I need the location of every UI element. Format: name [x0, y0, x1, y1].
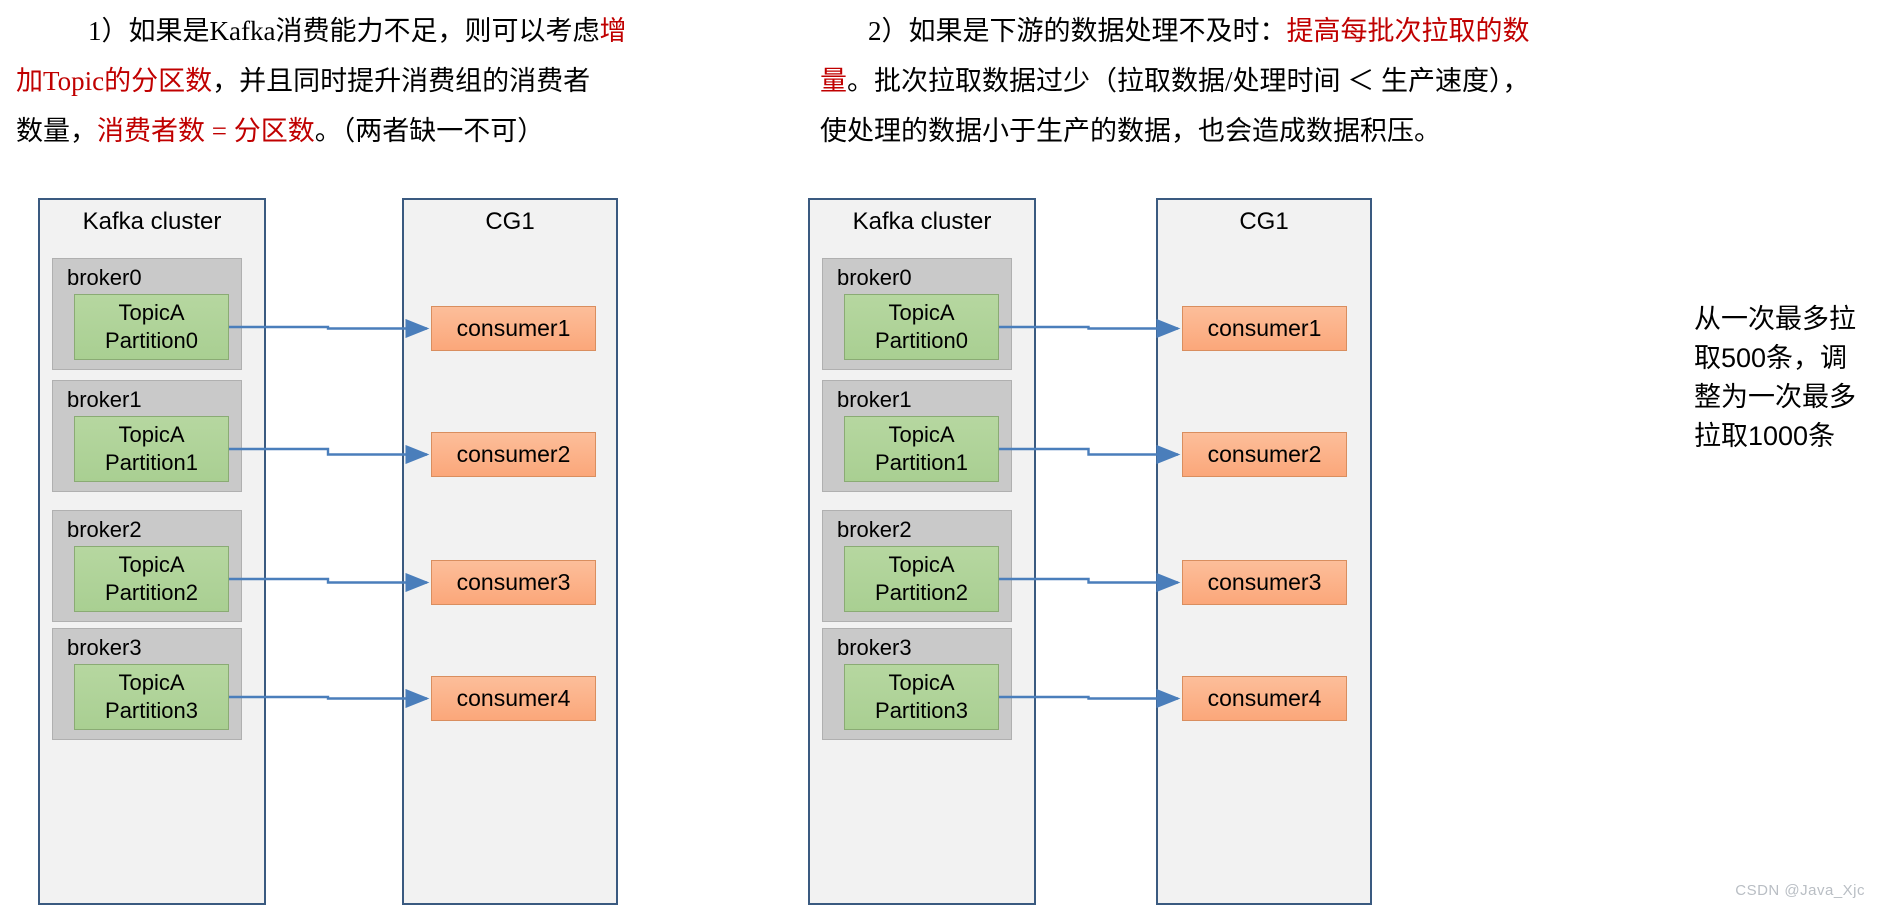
note-paragraph-right: 2）如果是下游的数据处理不及时：提高每批次拉取的数 量。批次拉取数据过少（拉取数…: [820, 6, 1530, 156]
partition-topic-label: TopicA: [118, 670, 185, 695]
note-segment: 量: [820, 66, 847, 96]
partition-topic-label: TopicA: [118, 422, 185, 447]
note-segment: 数量，: [16, 116, 97, 146]
consumer-box-right-3: consumer4: [1182, 676, 1347, 721]
partition-topic-label: TopicA: [118, 300, 185, 325]
note-segment: 。（两者缺一不可）: [314, 116, 545, 146]
broker-label: broker1: [67, 387, 142, 412]
note-paragraph-left: 1）如果是Kafka消费能力不足，则可以考虑增 加Topic的分区数，并且同时提…: [16, 6, 626, 156]
partition-id-label: Partition0: [105, 328, 198, 353]
broker-label: broker0: [837, 265, 912, 290]
consumer-box-right-2: consumer3: [1182, 560, 1347, 605]
annotation-line-4: 拉取1000条: [1694, 421, 1836, 451]
partition-id-label: Partition3: [875, 698, 968, 723]
consumer-box-right-1: consumer2: [1182, 432, 1347, 477]
annotation-line-1: 从一次最多拉: [1694, 304, 1856, 334]
note-segment: ，并且同时提升消费组的消费者: [212, 66, 591, 96]
partition-id-label: Partition3: [105, 698, 198, 723]
partition-topic-label: TopicA: [118, 552, 185, 577]
note-segment: 使处理的数据小于生产的数据，也会造成数据积压。: [820, 116, 1441, 146]
consumer-group-title-left: CG1: [485, 208, 535, 235]
partition-topic-label: TopicA: [888, 300, 955, 325]
broker-label: broker2: [837, 517, 912, 542]
note-segment: 提高每批次拉取的数: [1286, 16, 1530, 46]
broker-label: broker3: [67, 635, 142, 660]
consumer-box-left-3: consumer4: [431, 676, 596, 721]
partition-id-label: Partition1: [105, 450, 198, 475]
note-segment: 。批次拉取数据过少（拉取数据/处理时间 ＜ 生产速度），: [847, 66, 1530, 96]
note-left-line-3: 数量，消费者数 = 分区数。（两者缺一不可）: [16, 106, 626, 156]
partition-box-left-2: TopicA Partition2: [74, 546, 229, 612]
pull-size-annotation: 从一次最多拉 取500条，调 整为一次最多 拉取1000条: [1694, 300, 1856, 456]
note-right-line-2: 量。批次拉取数据过少（拉取数据/处理时间 ＜ 生产速度），: [820, 56, 1530, 106]
broker-label: broker1: [837, 387, 912, 412]
consumer-box-right-0: consumer1: [1182, 306, 1347, 351]
note-segment: 增: [599, 16, 627, 46]
annotation-line-2: 取500条，调: [1694, 343, 1848, 373]
consumer-box-left-0: consumer1: [431, 306, 596, 351]
partition-id-label: Partition2: [875, 580, 968, 605]
partition-topic-label: TopicA: [888, 670, 955, 695]
note-right-line-3: 使处理的数据小于生产的数据，也会造成数据积压。: [820, 106, 1530, 156]
partition-box-right-2: TopicA Partition2: [844, 546, 999, 612]
partition-box-right-1: TopicA Partition1: [844, 416, 999, 482]
partition-box-right-0: TopicA Partition0: [844, 294, 999, 360]
note-segment: 消费者数 = 分区数: [97, 116, 315, 146]
csdn-watermark: CSDN @Java_Xjc: [1735, 882, 1865, 899]
broker-label: broker3: [837, 635, 912, 660]
partition-id-label: Partition0: [875, 328, 968, 353]
note-segment: 加Topic的分区数: [16, 66, 213, 96]
broker-label: broker2: [67, 517, 142, 542]
note-segment: 1）如果是Kafka消费能力不足，则可以考虑: [88, 16, 600, 46]
consumer-box-left-1: consumer2: [431, 432, 596, 477]
partition-id-label: Partition2: [105, 580, 198, 605]
note-left-line-1: 1）如果是Kafka消费能力不足，则可以考虑增: [88, 6, 626, 56]
note-segment: 2）如果是下游的数据处理不及时：: [868, 16, 1287, 46]
kafka-cluster-title-left: Kafka cluster: [82, 208, 222, 235]
consumer-box-left-2: consumer3: [431, 560, 596, 605]
kafka-cluster-title-right: Kafka cluster: [852, 208, 992, 235]
partition-topic-label: TopicA: [888, 422, 955, 447]
consumer-group-box-right: [1156, 198, 1372, 905]
partition-box-left-1: TopicA Partition1: [74, 416, 229, 482]
broker-label: broker0: [67, 265, 142, 290]
partition-topic-label: TopicA: [888, 552, 955, 577]
consumer-group-title-right: CG1: [1239, 208, 1289, 235]
partition-box-right-3: TopicA Partition3: [844, 664, 999, 730]
partition-box-left-3: TopicA Partition3: [74, 664, 229, 730]
note-left-line-2: 加Topic的分区数，并且同时提升消费组的消费者: [16, 56, 626, 106]
consumer-group-box-left: [402, 198, 618, 905]
partition-box-left-0: TopicA Partition0: [74, 294, 229, 360]
partition-id-label: Partition1: [875, 450, 968, 475]
note-right-line-1: 2）如果是下游的数据处理不及时：提高每批次拉取的数: [868, 6, 1530, 56]
annotation-line-3: 整为一次最多: [1694, 382, 1856, 412]
